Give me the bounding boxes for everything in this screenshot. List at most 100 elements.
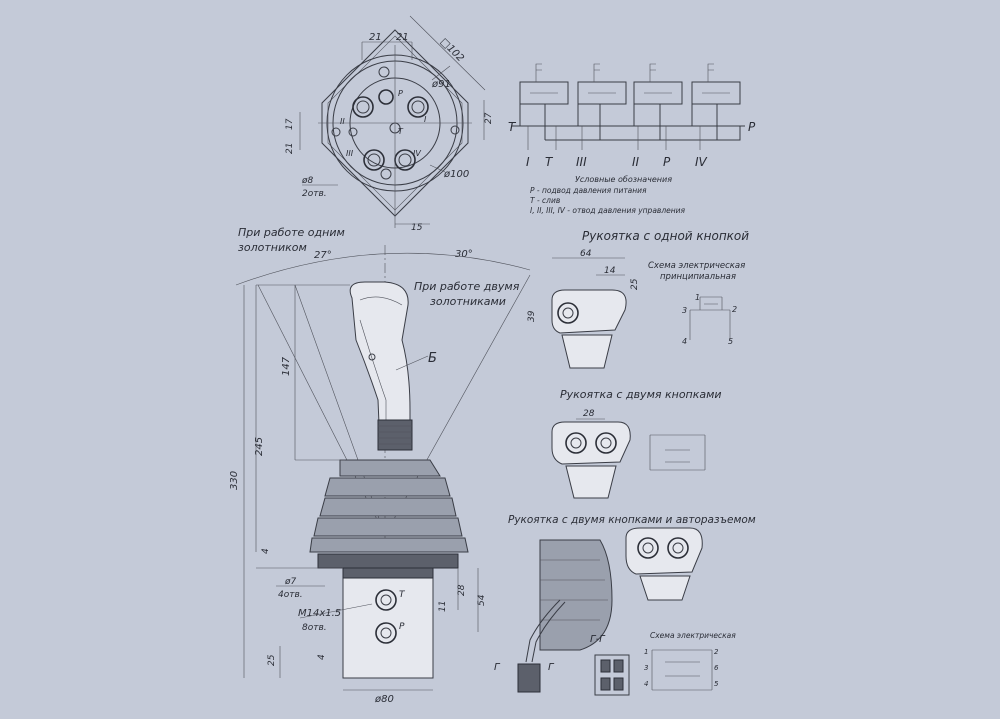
- mount-hole-left: [331, 127, 341, 137]
- dim-leader-100: [429, 164, 446, 173]
- port-label-t: T: [398, 127, 404, 136]
- dim-leader-91: [431, 65, 451, 81]
- dim-line-square: [409, 15, 486, 91]
- grip-ring-lines: [378, 425, 412, 445]
- legend-line-1: P - подвод давления питания: [530, 186, 647, 195]
- legend-line-2: T - слив: [530, 196, 560, 205]
- dim-21c: 21: [285, 143, 295, 154]
- one-pin-3: 3: [682, 306, 687, 315]
- joystick-handle: [349, 281, 411, 449]
- auto-handle-stem: [639, 575, 691, 601]
- output-iii: III: [576, 155, 587, 169]
- port-t-side: [375, 589, 397, 611]
- port-label-i: I: [424, 115, 427, 124]
- handle-grip-rings: [377, 419, 413, 451]
- output-p: P: [663, 155, 671, 169]
- top-view: 21 21 □102 ø91 17 21 27 ø100 ø8 2отв. 15…: [285, 15, 494, 233]
- small-hole-left: [348, 127, 358, 137]
- auto-cable: [525, 599, 561, 663]
- auto-connector-section: Рукоятка с двумя кнопками и авторазъемом…: [494, 514, 756, 696]
- valve-block-3: [633, 81, 683, 105]
- boot-fold-4: [313, 517, 463, 537]
- dim-25: 25: [267, 654, 277, 666]
- angle-27: 27°: [314, 250, 332, 261]
- dim-147: 147: [281, 356, 292, 376]
- leader-b: [395, 355, 429, 371]
- section-label: Г-Г: [590, 634, 606, 645]
- dim-d8-count: 2отв.: [302, 189, 327, 199]
- side-port-p: P: [399, 622, 405, 632]
- connector-pin-2: [613, 659, 624, 673]
- valve-springs: [535, 63, 714, 82]
- hyd-label-p: P: [748, 120, 756, 134]
- legend-title: Условные обозначения: [575, 175, 672, 184]
- auto-button-right: [667, 537, 689, 559]
- handle-contour-top: [359, 296, 403, 306]
- port-label-iii: III: [346, 149, 354, 158]
- dim-28: 28: [457, 584, 467, 596]
- dim-m14-count: 8отв.: [302, 623, 327, 633]
- two-button-handle-stem: [565, 465, 617, 499]
- dim-d91: ø91: [431, 79, 451, 90]
- boot-fold-1: [339, 459, 441, 477]
- auto-cable-2: [531, 601, 566, 663]
- dim-d7: ø7: [284, 577, 297, 587]
- valve-block-4: [691, 81, 741, 105]
- two-button-handle-top: [551, 421, 631, 465]
- auto-pin-1: 1: [644, 648, 648, 656]
- auto-elec-title: Схема электрическая: [650, 631, 736, 640]
- dim-64: 64: [580, 249, 592, 259]
- port-iv-inner: [398, 153, 412, 167]
- dim-d7-count: 4отв.: [278, 590, 303, 600]
- button-single: [557, 302, 579, 324]
- auto-pin-4: 4: [644, 680, 648, 688]
- joystick-side-view: При работе одним золотником При работе д…: [229, 226, 531, 705]
- legend-line-3: I, II, III, IV - отвод давления управлен…: [530, 206, 686, 215]
- dim-27: 27: [484, 112, 494, 124]
- dim-17: 17: [285, 118, 295, 130]
- dim-d100: ø100: [443, 169, 469, 180]
- boot-fold-5: [309, 537, 469, 553]
- two-buttons-title: Рукоятка с двумя кнопками: [560, 388, 722, 401]
- auto-pin-3: 3: [644, 664, 648, 672]
- dim-d80: ø80: [374, 694, 394, 705]
- port-t-side-inner: [380, 594, 392, 606]
- dim-21a: 21: [369, 32, 382, 43]
- port-i: [407, 96, 429, 118]
- valve-block-1: [519, 81, 569, 105]
- port-p-side: [375, 622, 397, 644]
- connector-pin-3: [600, 677, 611, 691]
- dim-4b: 4: [317, 654, 327, 660]
- auto-pin-6: 6: [714, 664, 719, 672]
- output-lines: [527, 126, 701, 150]
- section-mark-g2: Г: [548, 662, 555, 673]
- auto-pin-5: 5: [714, 680, 719, 688]
- mount-hole-right: [450, 125, 460, 135]
- connector-pin-4: [613, 677, 624, 691]
- one-elec-title-1: Схема электрическая: [648, 261, 745, 271]
- one-button-section: Рукоятка с одной кнопкой 64 14 25 39 Схе…: [527, 229, 749, 369]
- port-label-ii: II: [340, 117, 345, 126]
- note-one-spool-1: При работе одним: [238, 226, 345, 239]
- dim-330: 330: [229, 471, 240, 490]
- dim-4a: 4: [261, 548, 271, 554]
- handle-contour-inner: [359, 319, 387, 448]
- hyd-label-t: T: [508, 120, 517, 134]
- mount-flange: [317, 553, 459, 569]
- label-b: Б: [428, 351, 437, 366]
- auto-button-left: [637, 537, 659, 559]
- dim-21b: 21: [396, 32, 409, 43]
- port-i-inner: [411, 100, 425, 114]
- dim-11: 11: [438, 601, 448, 612]
- one-elec-schematic: [689, 296, 731, 340]
- output-iv: IV: [695, 155, 708, 169]
- port-ii-inner: [356, 100, 370, 114]
- side-port-t: T: [399, 590, 406, 600]
- hydraulic-lines: [512, 104, 745, 141]
- one-pin-5: 5: [728, 337, 733, 346]
- dim-25-handle: 25: [630, 278, 640, 290]
- output-ii: II: [632, 155, 640, 169]
- angle-arc: [235, 252, 531, 286]
